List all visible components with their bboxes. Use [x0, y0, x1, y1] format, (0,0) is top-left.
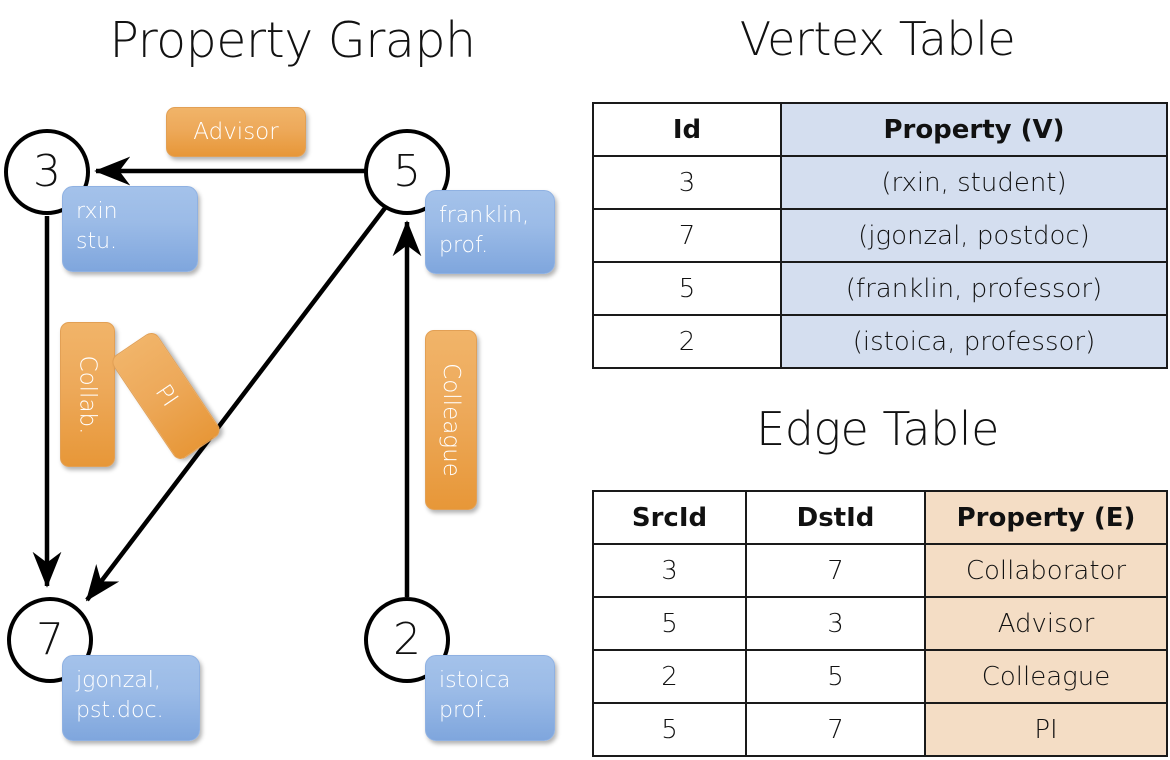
graph-node-2-label: 2: [393, 614, 421, 665]
edge-cell-dstid: 7: [745, 702, 926, 757]
edge-cell-property: PI: [924, 702, 1168, 757]
table-row[interactable]: 2 (istoica, professor): [592, 314, 1168, 369]
property-box-istoica-line2: prof.: [439, 697, 489, 723]
page-title-vertex-table: Vertex Table: [739, 12, 1016, 66]
property-box-istoica-line1: istoica: [439, 668, 511, 693]
property-box-rxin-line1: rxin: [76, 199, 118, 224]
edge-label-collab[interactable]: Collab.: [60, 322, 115, 467]
vertex-cell-id: 7: [592, 208, 782, 263]
edge-cell-property: Colleague: [924, 649, 1168, 704]
graph-node-5[interactable]: 5: [364, 129, 450, 215]
table-row[interactable]: 5 7 PI: [592, 702, 1168, 757]
table-row[interactable]: 2 5 Colleague: [592, 649, 1168, 704]
vertex-cell-property: (rxin, student): [780, 155, 1168, 210]
edge-cell-property: Collaborator: [924, 543, 1168, 598]
vertex-cell-property: (istoica, professor): [780, 314, 1168, 369]
graph-edges-svg: [32, 156, 422, 602]
vertex-table-header-property: Property (V): [780, 102, 1168, 157]
property-box-franklin-line2: prof.: [439, 232, 489, 258]
vertex-cell-id: 2: [592, 314, 782, 369]
edge-cell-dstid: 5: [745, 649, 926, 704]
edge-cell-property: Advisor: [924, 596, 1168, 651]
property-box-jgonzal-line2: pst.doc.: [76, 697, 164, 723]
property-box-rxin[interactable]: rxin stu.: [62, 186, 198, 272]
edge-cell-dstid: 7: [745, 543, 926, 598]
edge-cell-srcid: 3: [592, 543, 747, 598]
vertex-cell-id: 5: [592, 261, 782, 316]
graph-node-2[interactable]: 2: [364, 597, 450, 683]
vertex-cell-id: 3: [592, 155, 782, 210]
property-box-jgonzal-line1: jgonzal,: [76, 668, 161, 693]
vertex-table: Id Property (V) 3 (rxin, student) 7 (jgo…: [592, 102, 1168, 369]
graph-node-7-label: 7: [36, 614, 64, 665]
edge-table-header-row: SrcId DstId Property (E): [592, 490, 1168, 545]
vertex-table-header-row: Id Property (V): [592, 102, 1168, 157]
table-row[interactable]: 5 3 Advisor: [592, 596, 1168, 651]
edge-cell-dstid: 3: [745, 596, 926, 651]
property-box-jgonzal[interactable]: jgonzal, pst.doc.: [62, 655, 200, 741]
property-box-istoica[interactable]: istoica prof.: [425, 655, 555, 741]
edge-table-header-property: Property (E): [924, 490, 1168, 545]
property-box-franklin[interactable]: franklin, prof.: [425, 190, 555, 274]
vertex-cell-property: (franklin, professor): [780, 261, 1168, 316]
graph-node-5-label: 5: [393, 146, 421, 197]
edge-label-collab-text: Collab.: [74, 355, 101, 434]
table-row[interactable]: 3 (rxin, student): [592, 155, 1168, 210]
vertex-table-header-id: Id: [592, 102, 782, 157]
graph-node-3-label: 3: [33, 146, 61, 197]
table-row[interactable]: 7 (jgonzal, postdoc): [592, 208, 1168, 263]
page-title-edge-table: Edge Table: [756, 402, 999, 456]
property-box-franklin-line1: franklin,: [439, 203, 530, 228]
property-box-rxin-line2: stu.: [76, 228, 118, 254]
edge-table: SrcId DstId Property (E) 3 7 Collaborato…: [592, 490, 1168, 757]
vertex-cell-property: (jgonzal, postdoc): [780, 208, 1168, 263]
edge-table-header-srcid: SrcId: [592, 490, 747, 545]
edge-label-advisor[interactable]: Advisor: [166, 107, 306, 157]
table-row[interactable]: 3 7 Collaborator: [592, 543, 1168, 598]
edge-cell-srcid: 2: [592, 649, 747, 704]
property-graph-panel: Property Graph 3 5 7 2 rxin stu. frankli…: [4, 12, 555, 741]
edge-label-colleague[interactable]: Colleague: [425, 330, 477, 510]
edge-label-colleague-text: Colleague: [438, 363, 464, 477]
edge-cell-srcid: 5: [592, 596, 747, 651]
edge-5-to-7: [85, 206, 387, 602]
edge-table-header-dstid: DstId: [745, 490, 926, 545]
edge-label-pi-text: PI: [149, 380, 183, 412]
edge-label-advisor-text: Advisor: [193, 119, 279, 145]
table-row[interactable]: 5 (franklin, professor): [592, 261, 1168, 316]
edge-cell-srcid: 5: [592, 702, 747, 757]
page-title-property-graph: Property Graph: [109, 12, 476, 69]
